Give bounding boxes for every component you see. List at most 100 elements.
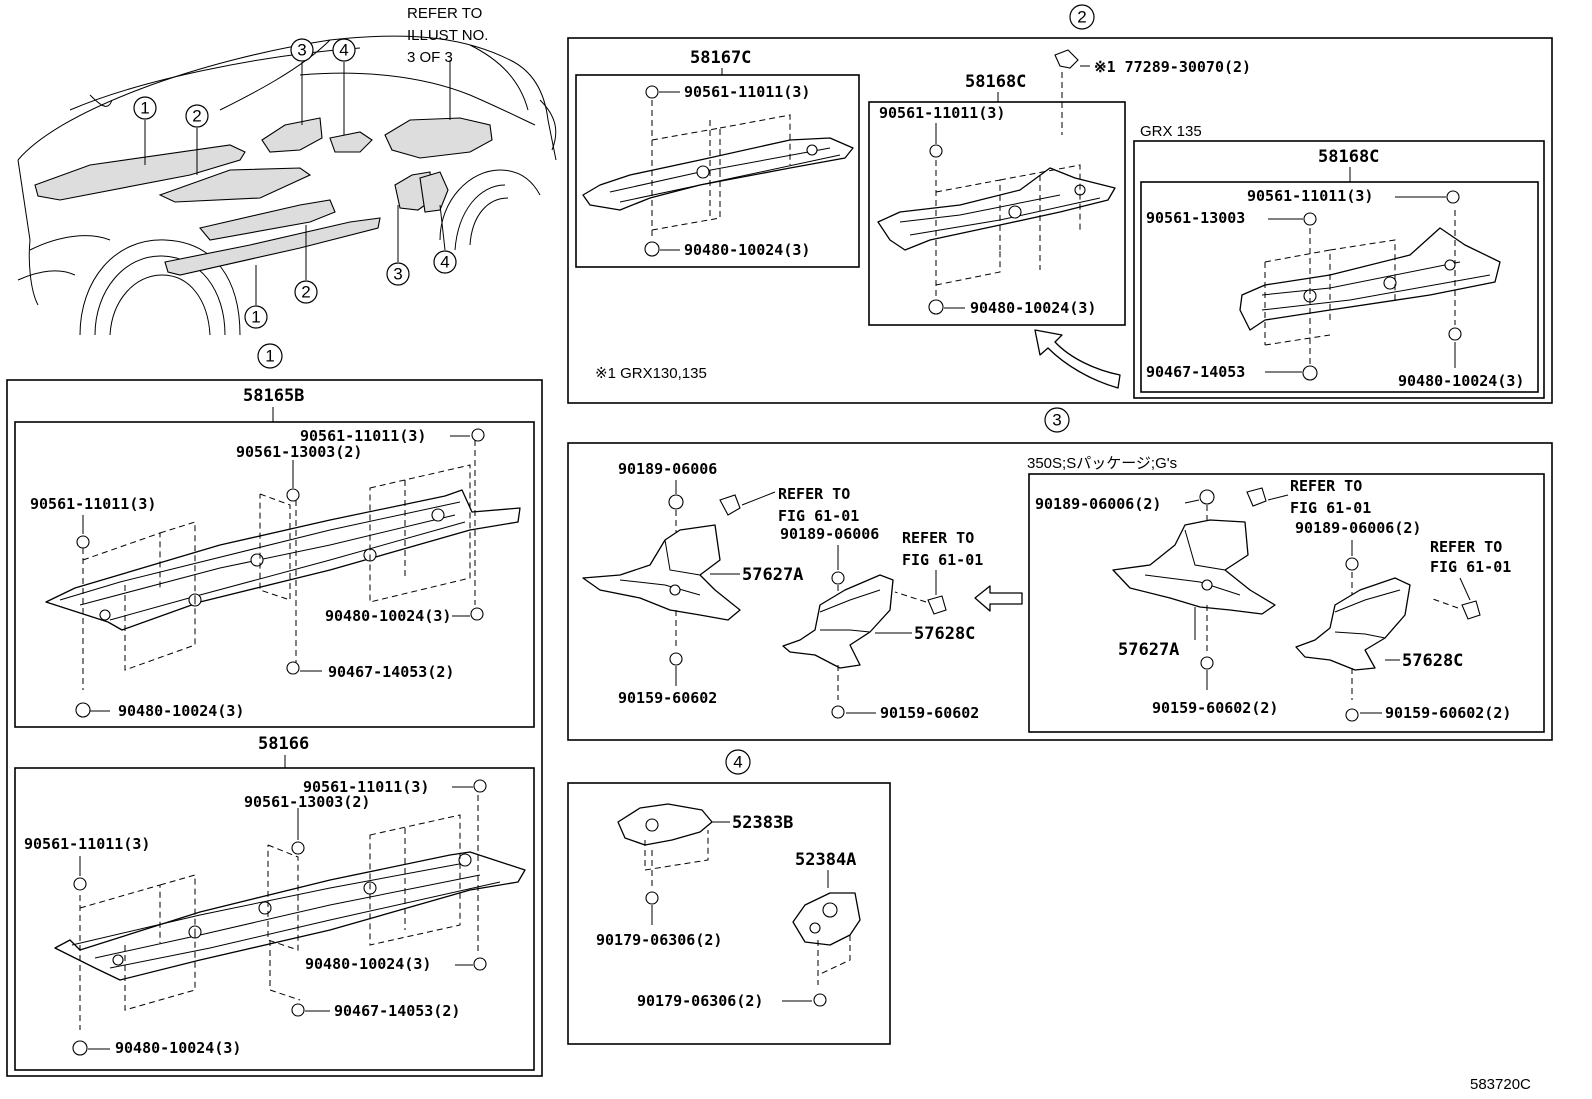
part-58165b-guides: [82, 440, 476, 690]
section-2: 2 58167C 90561-11011(3) 90480-10024(3) ※…: [567, 4, 1553, 404]
part-52383b-drawing: [617, 803, 713, 846]
part-58166-label: 58166: [258, 734, 309, 754]
fastener-icon: [645, 85, 659, 99]
s4-p2: 52384A: [795, 850, 856, 870]
s2-clip: ※1 77289-30070(2): [1094, 58, 1251, 76]
s2-grx-f4: 90480-10024(3): [1398, 372, 1524, 390]
part-57627a-variant-drawing: [1112, 519, 1276, 615]
part-58166-guides: [79, 795, 479, 1030]
s3-variant-refer1a: REFER TO: [1290, 477, 1362, 495]
bolt-icon: [831, 571, 845, 585]
bolt-icon: [719, 494, 741, 516]
bolt-icon: [1199, 489, 1215, 505]
section-3-number: 3: [1052, 411, 1061, 430]
s1-lower-f2: 90561-13003(2): [244, 793, 370, 811]
s3-left-top: 90189-06006: [618, 460, 717, 478]
bolt-icon: [927, 595, 947, 615]
part-58168c-label: 58168C: [965, 72, 1026, 92]
s3-variant-p1: 57627A: [1118, 640, 1179, 660]
s1-upper-f3: 90561-11011(3): [30, 495, 156, 513]
part-52384a-drawing: [792, 892, 861, 946]
callout-1-overview-lower: 1: [251, 308, 260, 327]
fastener-icon: [929, 144, 943, 158]
bolt-icon: [813, 993, 827, 1007]
part-58168c-drawing: [877, 167, 1116, 251]
s1-lower-f6: 90480-10024(3): [115, 1039, 241, 1057]
s2-grx-f3: 90467-14053: [1146, 363, 1245, 381]
fastener-icon: [473, 779, 487, 793]
clip-icon: [1054, 49, 1079, 69]
fastener-icon: [1303, 212, 1317, 226]
part-58167c-label: 58167C: [690, 48, 751, 68]
part-58168c-grx-drawing: [1239, 227, 1501, 331]
section-1: 1 58165B: [6, 343, 543, 1077]
s3-left-refer1a: REFER TO: [778, 485, 850, 503]
section-4: 4 52383B 90179-06306(2) 52384A 90179-063…: [567, 749, 891, 1045]
s2-58167c-bottom: 90480-10024(3): [684, 241, 810, 259]
fastener-icon: [1448, 327, 1462, 341]
screw-icon: [1200, 656, 1214, 670]
callout-2-overview-lower: 2: [301, 283, 310, 302]
section-2-number: 2: [1077, 8, 1086, 27]
bolt-icon: [1345, 557, 1359, 571]
s1-upper-f4: 90480-10024(3): [325, 607, 451, 625]
part-58168c-grx-label: 58168C: [1318, 147, 1379, 167]
s1-lower-f1: 90561-11011(3): [303, 778, 429, 796]
callout-3-overview-lower: 3: [393, 265, 402, 284]
refer-illust-line1: REFER TO: [407, 5, 482, 22]
s2-grx-f2: 90561-13003: [1146, 209, 1245, 227]
refer-illust-line3: 3 OF 3: [407, 49, 453, 66]
screw-icon: [831, 705, 845, 719]
s3-variant-f1: 90189-06006(2): [1035, 495, 1161, 513]
refer-illust-line2: ILLUST NO.: [407, 27, 488, 44]
fastener-icon: [286, 661, 300, 675]
fastener-icon: [473, 957, 487, 971]
s1-upper-f1: 90561-11011(3): [300, 427, 426, 445]
part-58166-drawing: [54, 851, 526, 981]
s3-variant-s1: 90159-60602(2): [1152, 699, 1278, 717]
s3-variant-refer2b: FIG 61-01: [1430, 558, 1511, 576]
s3-variant-refer2a: REFER TO: [1430, 538, 1502, 556]
s3-left-s1: 90159-60602: [618, 689, 717, 707]
arrow-left-icon: [974, 585, 1023, 612]
figure-code: 583720C: [1470, 1076, 1531, 1093]
s3-left-p2: 57628C: [914, 624, 975, 644]
part-58165b-label: 58165B: [243, 386, 304, 406]
screw-icon: [1345, 708, 1359, 722]
bolt-icon: [645, 891, 659, 905]
s3-left-f2: 90189-06006: [780, 525, 879, 543]
s2-58168c-bottom: 90480-10024(3): [970, 299, 1096, 317]
s3-left-refer2a: REFER TO: [902, 529, 974, 547]
section-3: 3 90189-06006 REFER TO FIG 61-01 57627A …: [567, 407, 1553, 741]
s3-left-refer2b: FIG 61-01: [902, 551, 983, 569]
fastener-icon: [471, 428, 485, 442]
callout-4-overview-lower: 4: [440, 253, 449, 272]
s1-upper-f6: 90480-10024(3): [118, 702, 244, 720]
s3-variant-p2: 57628C: [1402, 651, 1463, 671]
part-57628c-drawing: [782, 574, 894, 669]
s3-variant-s2: 90159-60602(2): [1385, 704, 1511, 722]
s4-p1: 52383B: [732, 813, 793, 833]
fastener-icon: [72, 1040, 88, 1056]
s4-f2: 90179-06306(2): [637, 992, 763, 1010]
s3-variant-f2: 90189-06006(2): [1295, 519, 1421, 537]
fastener-icon: [470, 607, 484, 621]
screw-icon: [669, 652, 683, 666]
s1-upper-f2: 90561-13003(2): [236, 443, 362, 461]
callout-2-overview: 2: [192, 107, 201, 126]
fastener-icon: [73, 877, 87, 891]
s3-left-s2: 90159-60602: [880, 704, 979, 722]
s3-variant-refer1b: FIG 61-01: [1290, 499, 1371, 517]
section-1-number: 1: [265, 347, 274, 366]
s3-left-p1: 57627A: [742, 565, 803, 585]
section-4-number: 4: [733, 753, 742, 772]
s1-upper-f5: 90467-14053(2): [328, 663, 454, 681]
part-57628c-variant-drawing: [1295, 577, 1411, 671]
fastener-icon: [291, 1003, 305, 1017]
part-58167c-drawing: [582, 137, 854, 211]
fastener-icon: [928, 299, 944, 315]
callout-3-overview: 3: [297, 41, 306, 60]
fastener-icon: [1302, 365, 1318, 381]
s2-58168c-top: 90561-11011(3): [879, 104, 1005, 122]
